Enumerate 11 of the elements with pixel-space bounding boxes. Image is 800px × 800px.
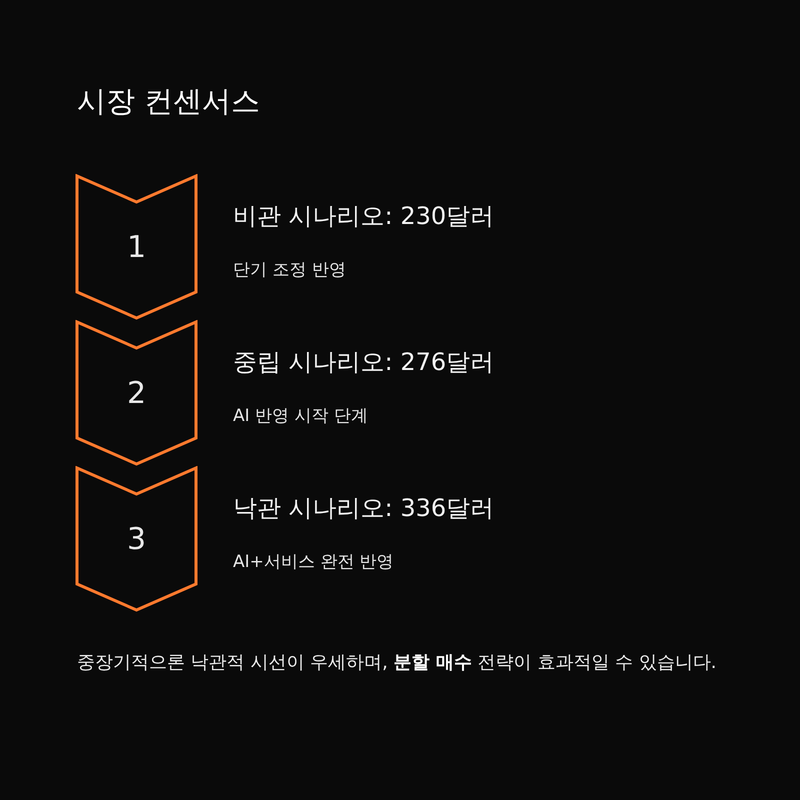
scenario-heading: 비관 시나리오: 230달러	[233, 201, 494, 232]
caption-text: 중장기적으론 낙관적 시선이 우세하며, 분할 매수 전략이 효과적일 수 있습니다.	[77, 651, 718, 675]
step-number: 1	[126, 230, 148, 265]
step-number: 3	[126, 522, 148, 557]
scenario-heading: 낙관 시나리오: 336달러	[233, 493, 494, 524]
scenario-note: AI 반영 시작 단계	[233, 405, 368, 427]
step-number: 2	[126, 376, 148, 411]
scenario-note: AI+서비스 완전 반영	[233, 551, 394, 573]
scenario-note: 단기 조정 반영	[233, 259, 346, 281]
scenario-heading: 중립 시나리오: 276달러	[233, 347, 494, 378]
title-heading: 시장 컨센서스	[77, 83, 260, 120]
